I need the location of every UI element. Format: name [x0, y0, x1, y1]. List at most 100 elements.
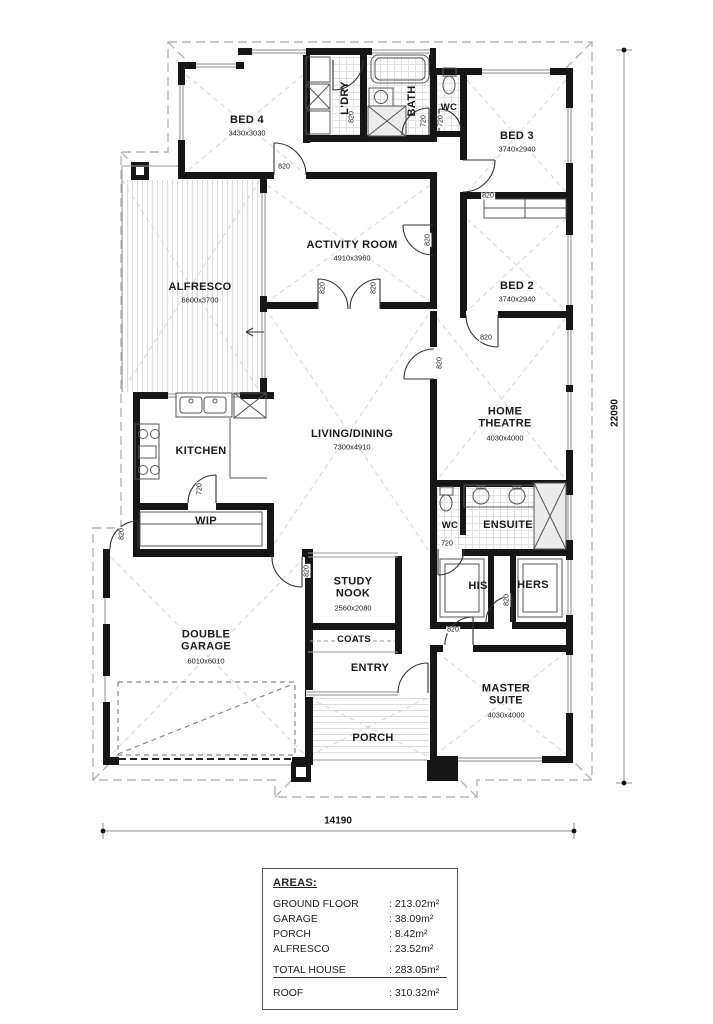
dimension-height: 22090 [609, 399, 621, 427]
areas-roof-label: ROOF [273, 987, 304, 999]
room-label-bath: BATH [406, 85, 419, 117]
alfresco-arrow [245, 327, 264, 337]
room-label-living: LIVING/DINING [310, 428, 394, 441]
alfresco-post-inset [136, 167, 144, 175]
room-label-garage: DOUBLE GARAGE [180, 628, 232, 652]
bathtub [370, 54, 430, 84]
ensuite-wc-door [437, 548, 465, 576]
door-tag-theatre: 820 [436, 356, 444, 370]
bed3-door [462, 159, 496, 193]
room-label-theatre: HOME THEATRE [478, 405, 532, 429]
room-dims-bed4: 3430x3030 [228, 128, 266, 138]
entry-door [397, 662, 429, 694]
room-dims-master: 4030x4000 [487, 710, 525, 720]
room-dims-theatre: 4030x4000 [486, 433, 524, 443]
areas-row-value: : 8.42m² [389, 928, 428, 940]
wip-door [187, 474, 217, 504]
door-tag-garage-entry: 820 [303, 564, 311, 578]
bed2-door [465, 314, 499, 348]
areas-row-value: : 213.02m² [389, 898, 440, 910]
areas-row-label: ALFRESCO [273, 943, 330, 955]
activity-door-right [349, 278, 381, 310]
areas-row-ground-floor: GROUND FLOOR : 213.02m² [273, 898, 447, 910]
room-dims-bed3: 3740x2940 [498, 144, 536, 154]
room-label-kitchen: KITCHEN [175, 445, 227, 458]
wc-toilet [442, 75, 456, 95]
door-tag-ensuite-wc: 720 [440, 540, 454, 548]
dimension-lines [100, 47, 632, 839]
door-tag-wip: 720 [196, 482, 204, 496]
door-tag-bed4: 820 [277, 163, 291, 171]
room-dims-activity: 4910x3960 [333, 253, 371, 263]
bath-door [401, 107, 430, 136]
activity-door-left [317, 278, 349, 310]
hall-door [402, 224, 434, 256]
fixtures [134, 54, 567, 618]
door-tag-hall: 820 [424, 233, 432, 247]
room-label-bed3: BED 3 [500, 130, 534, 143]
room-dims-alfresco: 6600x3700 [181, 295, 219, 305]
master-door [444, 616, 474, 646]
doors [109, 59, 513, 694]
side-door [109, 520, 139, 550]
areas-row-value: : 38.09m² [389, 913, 434, 925]
room-diagonals [110, 74, 567, 757]
garage-entry-door [271, 556, 303, 588]
bath-basin [374, 90, 388, 104]
room-label-bed2: BED 2 [500, 280, 534, 293]
room-label-ensuite: ENSUITE [483, 519, 533, 532]
bed4-door [273, 142, 307, 176]
room-dims-study: 2560x2080 [334, 603, 372, 613]
areas-row-porch: PORCH : 8.42m² [273, 928, 447, 940]
room-dims-garage: 6010x6010 [187, 656, 225, 666]
room-label-master: MASTER SUITE [481, 682, 531, 706]
areas-row-roof: ROOF : 310.32m² [273, 987, 447, 999]
hers-robe [517, 558, 563, 618]
door-tag-activity-left: 820 [319, 281, 327, 295]
garage-door [117, 681, 296, 766]
room-dims-bed2: 3740x2940 [498, 294, 536, 304]
room-dims-living: 7300x4910 [333, 442, 371, 452]
dimension-width: 14190 [324, 815, 352, 827]
door-tag-master: 820 [446, 626, 460, 634]
areas-roof-value: : 310.32m² [389, 987, 440, 999]
room-label-hers: HERS [517, 579, 549, 592]
door-tag-his-hers: 820 [503, 593, 511, 607]
room-label-coats: COATS [336, 634, 372, 646]
areas-row-label: GROUND FLOOR [273, 898, 359, 910]
areas-total-label: TOTAL HOUSE [273, 964, 346, 976]
theatre-door [403, 348, 435, 380]
areas-total-value: : 283.05m² [389, 964, 440, 976]
ensuite-wc-toilet [439, 494, 453, 512]
room-label-activity: ACTIVITY ROOM [306, 239, 398, 252]
door-tag-laundry: 820 [348, 110, 356, 124]
room-label-ens-wc: WC [441, 520, 459, 532]
room-label-porch: PORCH [352, 732, 394, 745]
stove [134, 423, 160, 480]
room-label-bed4: BED 4 [230, 114, 264, 127]
laundry-door [332, 59, 364, 91]
door-tag-bath: 720 [420, 114, 428, 128]
fridge [233, 392, 267, 419]
room-label-alfresco: ALFRESCO [168, 281, 232, 294]
door-tag-side: 820 [118, 527, 126, 541]
door-tag-bed3: 820 [481, 192, 495, 200]
areas-table: AREAS: GROUND FLOOR : 213.02m² GARAGE : … [262, 868, 458, 1010]
room-label-his: HIS [468, 580, 488, 593]
wip-bench [139, 511, 263, 547]
porch-post-inset [296, 767, 306, 777]
areas-row-label: GARAGE [273, 913, 318, 925]
door-tag-wc: 720 [437, 114, 445, 128]
kitchen-bench [229, 418, 267, 479]
areas-row-value: : 23.52m² [389, 943, 434, 955]
room-label-entry: ENTRY [350, 662, 390, 675]
room-label-study: STUDY NOOK [333, 575, 373, 599]
door-tag-activity-right: 820 [370, 281, 378, 295]
areas-row-label: PORCH [273, 928, 311, 940]
door-tag-bed2: 820 [479, 334, 493, 342]
areas-row-alfresco: ALFRESCO : 23.52m² [273, 943, 447, 955]
areas-title: AREAS: [273, 877, 317, 889]
ensuite-wc-cistern [439, 486, 454, 496]
